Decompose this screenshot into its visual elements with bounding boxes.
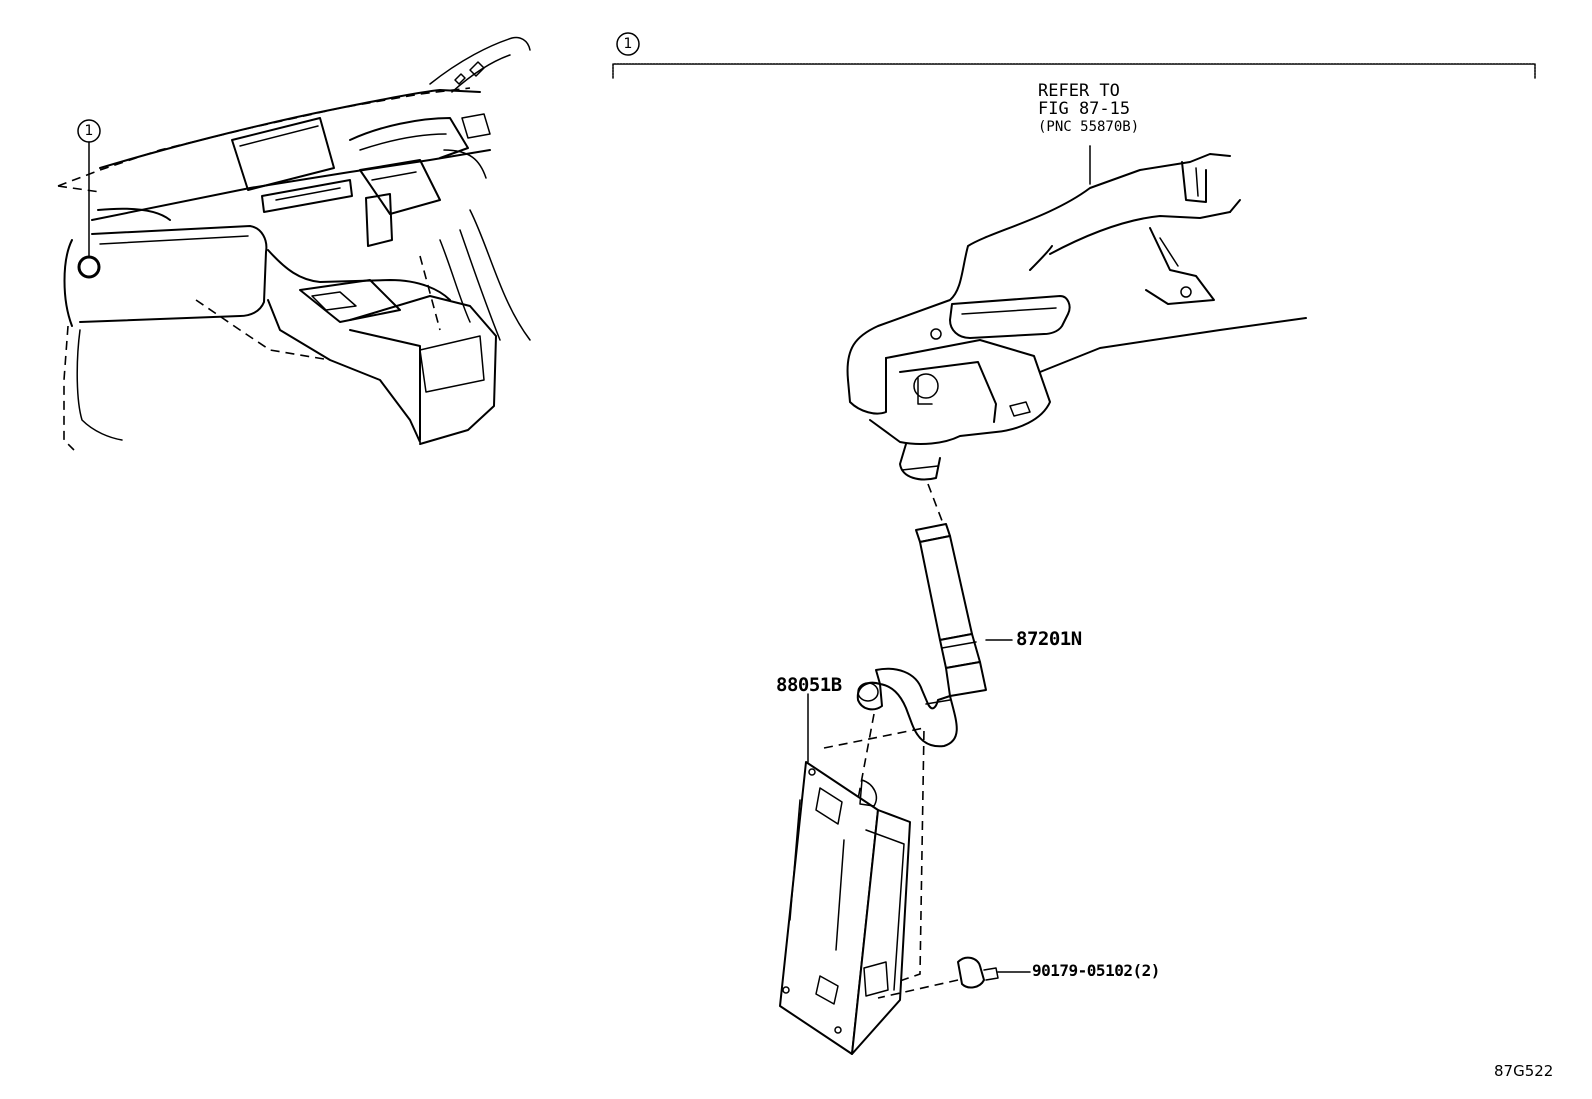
- dashboard-overview-drawing: [57, 36, 531, 451]
- air-duct-drawing: [846, 145, 1307, 527]
- aspirator-hose-drawing: [856, 523, 1013, 748]
- screw-drawing: [877, 956, 1031, 999]
- sensor-drawing: [779, 693, 925, 1055]
- reference-line-1: REFER TO: [1038, 81, 1120, 101]
- part-number-sensor[interactable]: 88051B: [776, 674, 842, 696]
- part-number-hose[interactable]: 87201N: [1016, 628, 1082, 650]
- callout-number-assembly: 1: [623, 36, 633, 52]
- reference-note: REFER TO FIG 87-15 (PNC 55870B): [1038, 82, 1139, 136]
- assembly-bracket: [612, 32, 1536, 79]
- reference-line-3: (PNC 55870B): [1038, 119, 1140, 135]
- reference-line-2: FIG 87-15: [1038, 99, 1131, 119]
- figure-code: 87G522: [1494, 1062, 1554, 1080]
- part-number-screw[interactable]: 90179-05102(2): [1032, 961, 1160, 980]
- callout-number-dashboard: 1: [84, 123, 94, 139]
